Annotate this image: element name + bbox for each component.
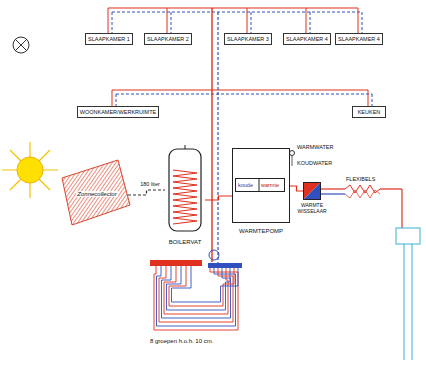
room-box: WOONKAMER/WERKRUIMTE [77,106,159,118]
node-label: Zonnecollector [76,191,117,198]
room-label: SLAAPKAMER 4 [286,36,328,42]
node-label: WARMTEPOMP [239,228,283,235]
room-label: SLAAPKAMER 4 [338,36,380,42]
room-label: SLAAPKAMER 1 [88,36,130,42]
hx-node: WARMTE WISSELAAR [303,182,321,200]
inner-node: koude warmte [235,178,285,192]
node-label: warmte [261,182,279,188]
room-box: SLAAPKAMER 4 [283,33,331,45]
room-box: SLAAPKAMER 1 [85,33,133,45]
pipe-label: KOUDWATER [297,160,332,166]
node-label: BOILERVAT [169,239,202,246]
node-label: 180 liter [139,181,161,187]
room-box: SLAAPKAMER 3 [224,33,272,45]
room-label: WOONKAMER/WERKRUIMTE [80,109,156,115]
note-label: 8 groepen h.o.h. 10 cm. [150,338,213,345]
shape-outline [303,182,321,200]
floor-loop [157,266,236,326]
boiler-node: 180 literBOILERVAT [165,145,205,235]
room-label: SLAAPKAMER 3 [227,36,269,42]
node-label: WARMTE WISSELAAR [292,203,332,214]
pipe-connector [290,186,303,191]
floor-loop [172,266,239,302]
floor-loop [164,266,228,314]
floor-loop [159,266,233,322]
shape-outline [165,145,205,235]
pipe-connector [205,196,232,200]
pipe-connector [128,190,165,195]
floor-loop [154,266,238,330]
pump-node: WARMTEPOMPkoudewarmte [232,148,290,224]
room-label: SLAAPKAMER 2 [147,36,189,42]
part-label: FLEXIBELS [346,176,375,182]
room-label: KEUKEN [358,109,381,115]
node-label: koude [238,182,253,188]
pipe-label: WARMWATER [297,144,333,150]
collector-node: Zonnecollector [60,158,132,228]
room-box: KEUKEN [352,106,386,118]
room-box: SLAAPKAMER 2 [144,33,192,45]
room-box: SLAAPKAMER 4 [335,33,383,45]
